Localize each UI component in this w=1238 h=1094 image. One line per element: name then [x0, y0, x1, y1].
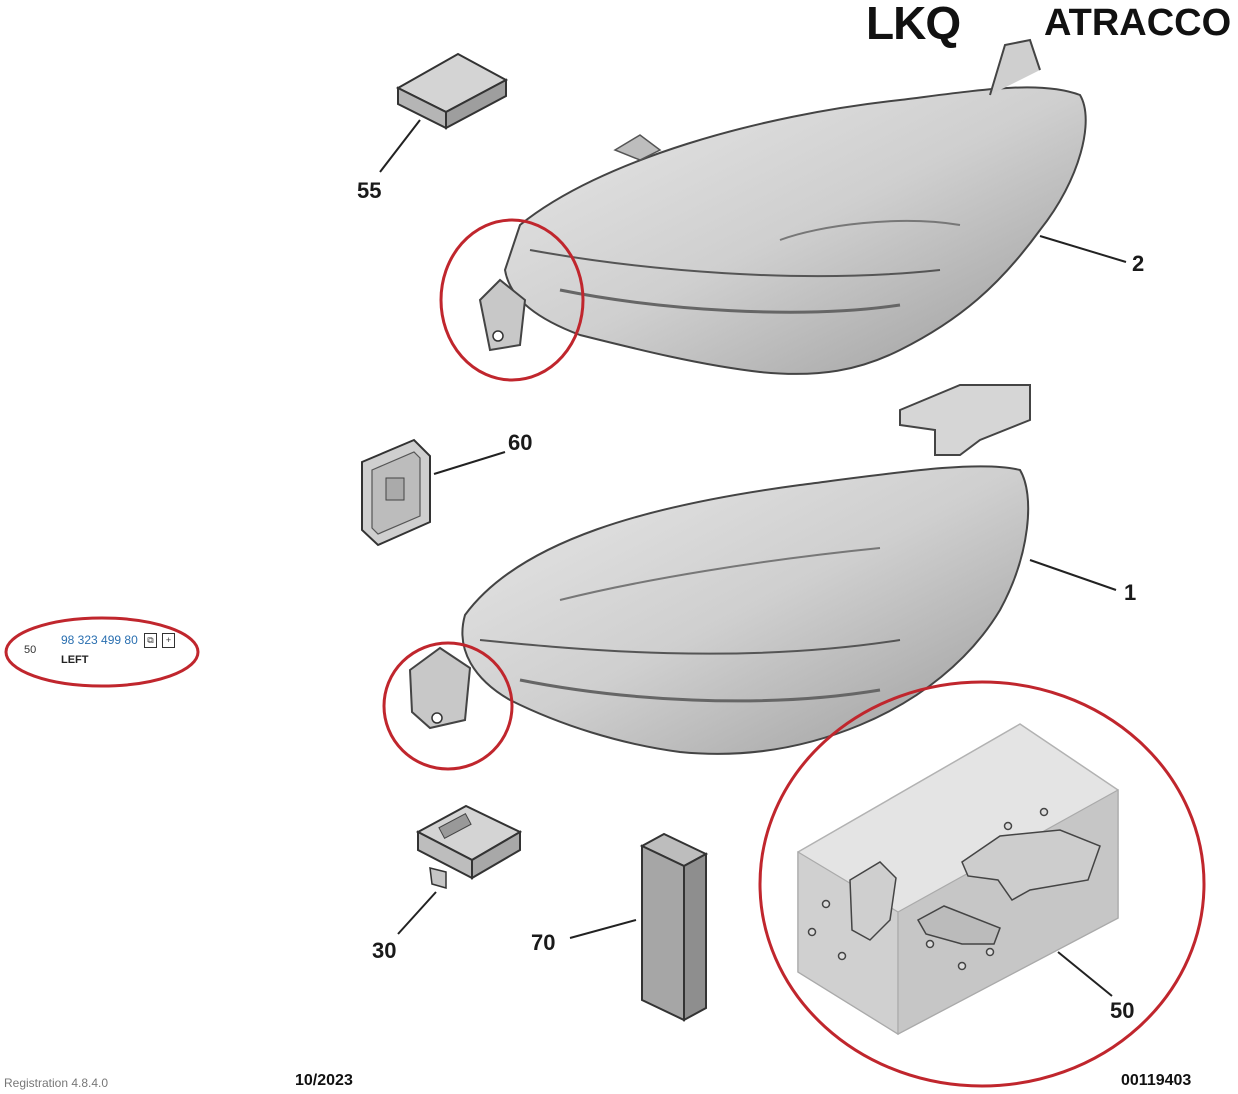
diagram-date: 10/2023 — [295, 1072, 353, 1089]
callout-1: 1 — [1124, 580, 1137, 605]
part-side-label: LEFT — [61, 654, 89, 666]
registration-version: Registration 4.8.4.0 — [4, 1076, 109, 1090]
brand-logo-atracco: ATRACCO — [1044, 2, 1232, 44]
part-entry-row: 50 98 323 499 80 ⧉ + LEFT — [14, 630, 194, 674]
part-50-bracket-kit — [797, 723, 1119, 1036]
part-60-ballast — [361, 438, 506, 547]
callout-60: 60 — [508, 430, 533, 455]
highlight-circles — [4, 218, 1206, 1088]
highlight-circle-lamp2-mount — [439, 218, 585, 382]
part-55-module — [379, 52, 509, 173]
callout-30: 30 — [372, 938, 397, 963]
highlight-circle-lamp1-mount — [382, 641, 514, 771]
diagram-code: 00119403 — [1121, 1072, 1192, 1089]
headlamp-1-lower — [408, 384, 1117, 755]
part-30-control-unit — [397, 804, 523, 935]
add-document-icon[interactable]: + — [162, 633, 175, 648]
callout-50: 50 — [1110, 998, 1135, 1023]
copy-icon[interactable]: ⧉ — [144, 633, 157, 648]
part-position: 50 — [24, 644, 37, 656]
part-70-block — [569, 832, 709, 1022]
callout-2: 2 — [1132, 251, 1145, 276]
callout-70: 70 — [531, 930, 556, 955]
callout-55: 55 — [357, 178, 382, 203]
brand-logo-lkq: LKQ — [866, 0, 961, 49]
highlight-circle-part-entry — [4, 616, 200, 688]
part-number-link[interactable]: 98 323 499 80 — [61, 633, 138, 647]
headlamp-2-upper — [478, 38, 1127, 375]
highlight-circle-bracket-kit — [758, 680, 1206, 1088]
